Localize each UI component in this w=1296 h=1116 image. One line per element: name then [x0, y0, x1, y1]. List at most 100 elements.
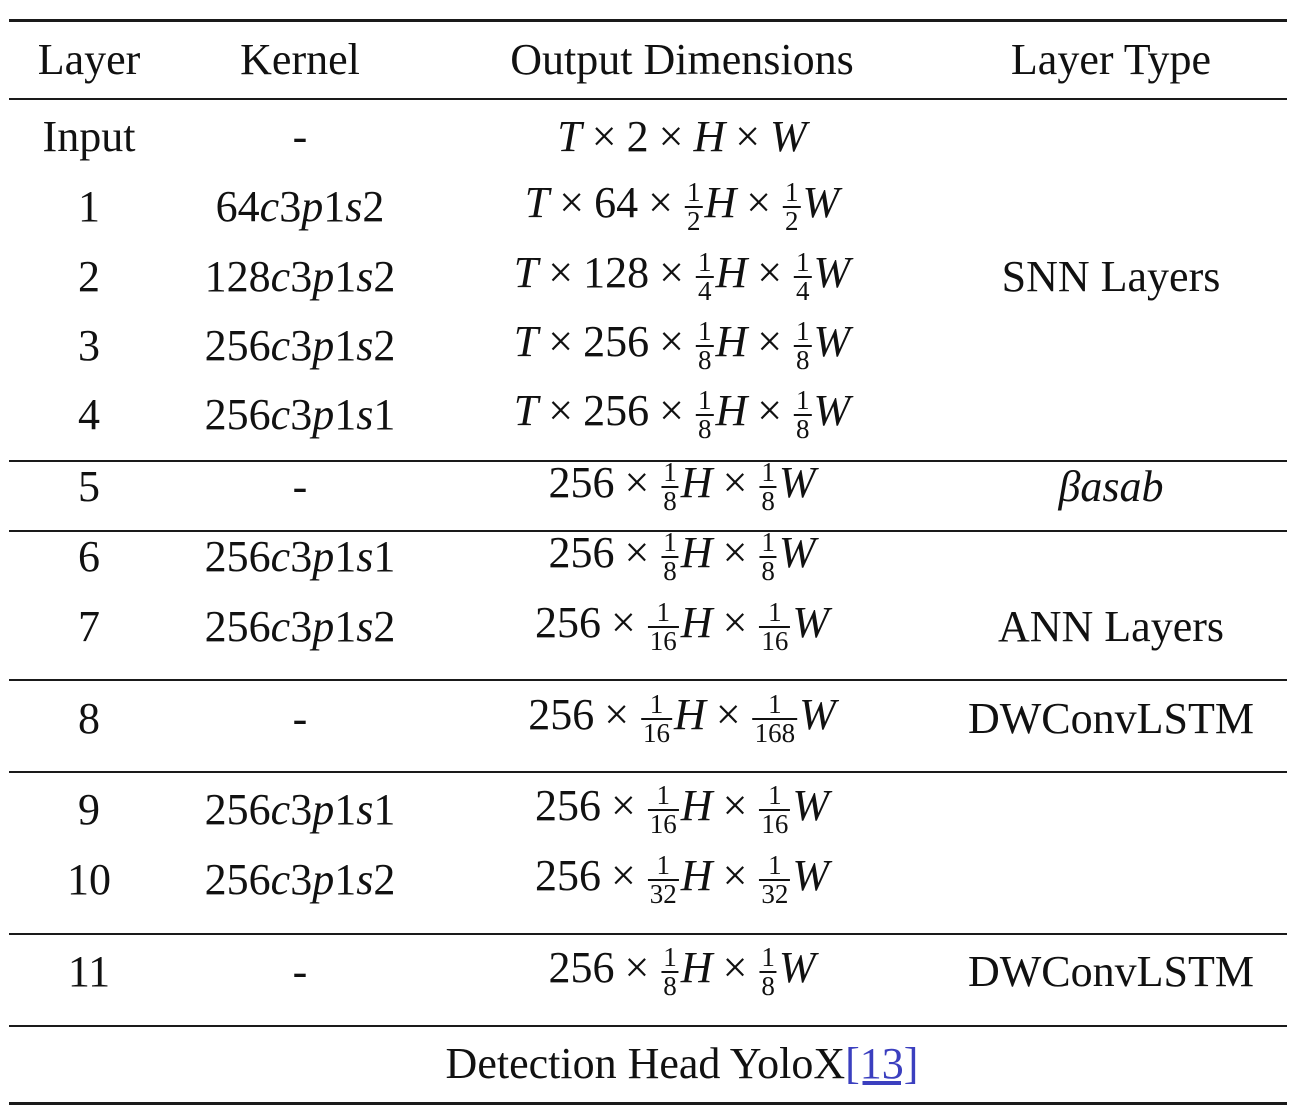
kernel-c: c: [270, 855, 291, 904]
layer-type-dwconvlstm: DWConvLSTM: [968, 694, 1254, 743]
dim-H: H: [715, 386, 748, 436]
dim-channels: 128: [583, 248, 650, 298]
fraction-numerator: 1: [663, 942, 677, 972]
layer-type-beta-asab: βasab: [1058, 462, 1164, 511]
dim-channels: 256: [583, 386, 650, 436]
kernel-spec: -: [292, 462, 308, 511]
header-layer-type: Layer Type: [1010, 35, 1212, 84]
dim-W: W: [778, 528, 816, 578]
fraction-numerator: 1: [656, 597, 671, 627]
kernel-s: s: [356, 390, 374, 439]
fraction-numerator: 1: [768, 850, 782, 880]
fraction-numerator: 1: [649, 689, 664, 719]
layer-index: 3: [78, 321, 100, 370]
kernel-size: 3: [290, 602, 313, 651]
fraction-denominator: 4: [794, 276, 812, 306]
kernel-size: 3: [290, 390, 313, 439]
section-rule: [9, 460, 1287, 462]
kernel-stride: 1: [373, 390, 396, 439]
kernel-padding: 1: [334, 602, 357, 651]
dim-H: H: [680, 943, 713, 993]
dim-H: H: [693, 112, 726, 161]
kernel-s: s: [356, 252, 374, 301]
layer-index: 4: [78, 390, 100, 439]
kernel-size: 3: [290, 855, 313, 904]
dim-H: H: [704, 178, 737, 228]
dim-channels: 256: [534, 851, 601, 901]
section-rule: [9, 1025, 1287, 1027]
fraction-numerator: 1: [656, 780, 671, 810]
kernel-s: s: [356, 602, 374, 651]
dim-channels: 256: [534, 598, 601, 648]
kernel-spec: 128c3p1s2: [205, 255, 396, 299]
dim-W: W: [799, 690, 836, 740]
layer-type-ann: ANN Layers: [997, 602, 1225, 651]
layer-type-dwconvlstm: DWConvLSTM: [968, 947, 1254, 996]
kernel-p: p: [301, 182, 324, 231]
kernel-channels: 256: [204, 390, 271, 439]
dim-H: H: [715, 248, 748, 298]
dim-W: W: [792, 598, 830, 648]
times-sign: ×: [757, 248, 783, 298]
dim-H: H: [715, 317, 748, 367]
dim-W: W: [770, 112, 807, 161]
dim-T: T: [557, 112, 582, 161]
dim-W: W: [813, 386, 851, 436]
dim-W: W: [778, 943, 816, 993]
fraction-denominator: 8: [661, 486, 679, 516]
times-sign: ×: [624, 458, 650, 508]
layer-index: 8: [78, 694, 100, 743]
fraction-numerator: 1: [761, 527, 775, 557]
fraction-denominator: 8: [661, 556, 679, 586]
kernel-p: p: [312, 390, 335, 439]
kernel-padding: 1: [334, 252, 357, 301]
kernel-channels: 256: [204, 785, 271, 834]
kernel-channels: 64: [215, 182, 260, 231]
times-sign: ×: [757, 386, 783, 436]
top-rule: [9, 19, 1287, 22]
fraction-numerator: 1: [761, 942, 775, 972]
section-rule: [9, 771, 1287, 773]
fraction-numerator: 1: [796, 247, 810, 277]
dim-H: H: [680, 851, 713, 901]
kernel-spec: 64c3p1s2: [216, 185, 385, 229]
times-sign: ×: [610, 598, 636, 648]
kernel-p: p: [312, 321, 335, 370]
times-sign: ×: [659, 386, 684, 436]
output-dimensions: T×2×H×W: [557, 115, 806, 159]
kernel-stride: 1: [373, 532, 396, 581]
fraction-numerator: 1: [796, 385, 810, 415]
fraction-denominator: 2: [783, 206, 801, 236]
dim-H: H: [680, 528, 713, 578]
dim-H: H: [680, 781, 713, 831]
fraction-denominator: 168: [752, 718, 798, 748]
dim-channels: 256: [534, 781, 601, 831]
section-rule: [9, 933, 1287, 935]
fraction-denominator: 16: [647, 626, 679, 656]
dim-T: T: [513, 248, 539, 298]
citation-link[interactable]: [13]: [845, 1039, 919, 1088]
dim-channels: 256: [548, 528, 615, 578]
kernel-s: s: [356, 785, 374, 834]
fraction-denominator: 32: [647, 879, 679, 909]
kernel-s: s: [345, 182, 363, 231]
fraction-denominator: 8: [759, 556, 777, 586]
fraction-numerator: 1: [663, 527, 677, 557]
kernel-size: 3: [290, 532, 313, 581]
kernel-padding: 1: [334, 321, 357, 370]
kernel-padding: 1: [334, 532, 357, 581]
times-sign: ×: [722, 781, 748, 831]
